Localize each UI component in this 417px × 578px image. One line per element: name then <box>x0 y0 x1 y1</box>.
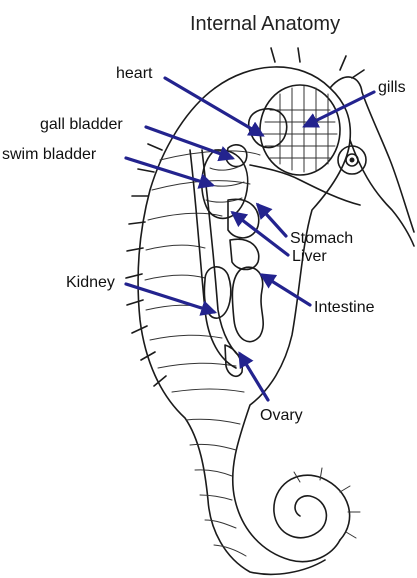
ovary-pointer <box>240 354 268 400</box>
gall-bladder-pointer <box>146 127 232 158</box>
gill-cover <box>260 85 340 175</box>
gall-bladder-label: gall bladder <box>40 117 123 133</box>
gills-label: gills <box>378 80 406 96</box>
stomach-pointer <box>258 205 286 236</box>
liver-label: Liver <box>292 249 327 265</box>
heart-label: heart <box>116 66 152 82</box>
seahorse-body <box>126 67 360 574</box>
intestine-pointer <box>262 275 310 305</box>
kidney-label: Kidney <box>66 275 115 291</box>
diagram-title: Internal Anatomy <box>190 14 340 34</box>
swim-bladder-label: swim bladder <box>2 147 96 163</box>
liver-pointer <box>233 213 288 255</box>
intestine-label: Intestine <box>314 300 374 316</box>
stomach-label: Stomach <box>290 231 353 247</box>
swim-bladder-pointer <box>126 158 212 185</box>
ovary-label: Ovary <box>260 408 303 424</box>
